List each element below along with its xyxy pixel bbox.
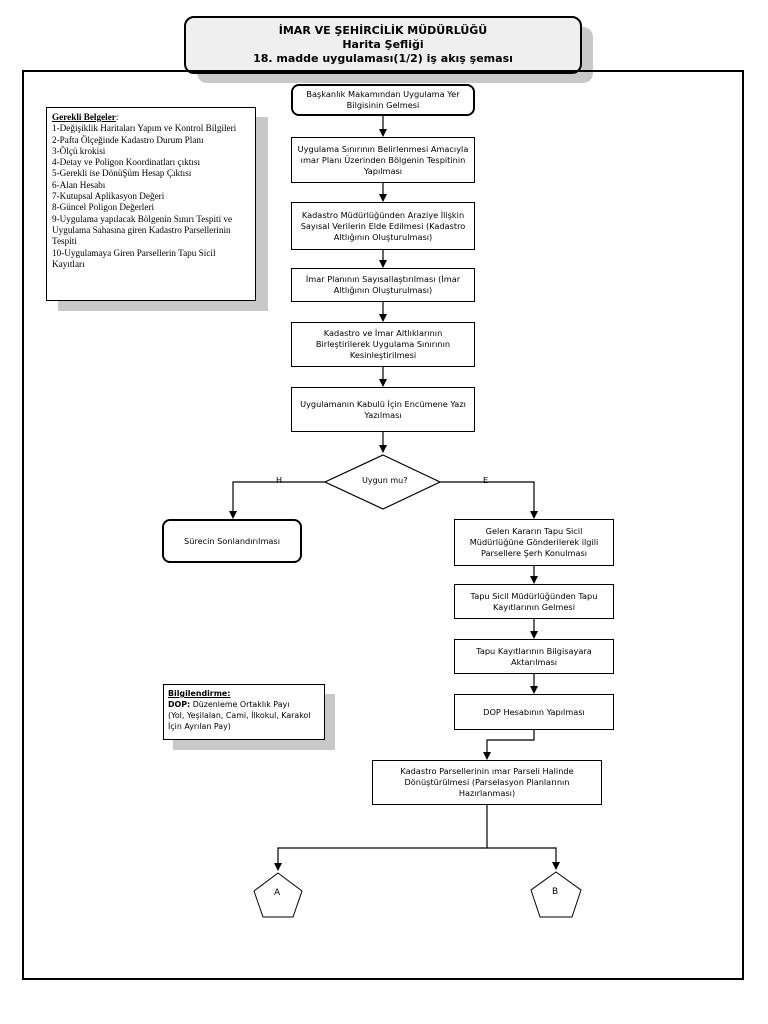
yes-step-2: Tapu Sicil Müdürlüğünden Tapu Kayıtların… (454, 584, 614, 619)
end-node: Sürecin Sonlandırılması (162, 519, 302, 563)
connector-b-shape (530, 871, 582, 918)
info-detail: (Yol, Yeşilalan, Cami, İlkokul, Karakol … (168, 711, 311, 731)
page-title: İMAR VE ŞEHİRCİLİK MÜDÜRLÜĞÜ Harita Şefl… (184, 16, 582, 74)
document-item: 1-Değişiklik Haritaları Yapım ve Kontrol… (52, 123, 237, 134)
title-line-1: İMAR VE ŞEHİRCİLİK MÜDÜRLÜĞÜ (278, 24, 488, 37)
connector-a-label: A (274, 888, 281, 898)
connector-a-shape (253, 872, 303, 918)
info-definition: Düzenleme Ortaklık Payı (190, 700, 290, 709)
process-step-4: Kadastro ve İmar Altlıklarının Birleştir… (291, 322, 475, 367)
info-title: Bilgilendirme: (168, 689, 231, 698)
document-item: 6-Alan Hesabı (52, 179, 106, 190)
process-step-3: İmar Planının Sayısallaştırılması (İmar … (291, 268, 475, 302)
document-item: 7-Kutupsal Aplikasyon Değeri (52, 191, 165, 202)
decision-diamond (323, 454, 442, 510)
document-item: 10-Uygulamaya Giren Parsellerin Tapu Sic… (52, 247, 216, 269)
document-item: 2-Pafta Ölçeğinde Kadastro Durum Planı (52, 134, 204, 145)
documents-title-colon: : (115, 112, 119, 122)
document-item: 3-Ölçü krokisi (52, 145, 106, 156)
yes-step-5: Kadastro Parsellerinin ımar Parseli Hali… (372, 760, 602, 805)
yes-step-1: Gelen Kararın Tapu Sicil Müdürlüğüne Gön… (454, 519, 614, 566)
decision-label: Uygun mu? (362, 476, 408, 485)
title-line-3: 18. madde uygulaması(1/2) iş akış şeması (253, 52, 513, 65)
document-item: 9-Uygulama yapılacak Bölgenin Sınırı Tes… (52, 213, 233, 247)
start-node: Başkanlık Makamından Uygulama Yer Bilgis… (291, 84, 475, 116)
document-item: 4-Detay ve Poligon Koordinatları çıktısı (52, 157, 200, 168)
required-documents: Gerekli Belgeler: 1-Değişiklik Haritalar… (46, 107, 256, 301)
process-step-5: Uygulamanın Kabulü İçin Encümene Yazı Ya… (291, 387, 475, 432)
process-step-1: Uygulama Sınırının Belirlenmesi Amacıyla… (291, 137, 475, 183)
info-box: Bilgilendirme: DOP: Düzenleme Ortaklık P… (163, 684, 325, 740)
title-line-2: Harita Şefliği (342, 38, 424, 51)
document-item: 8-Güncel Poligon Değerleri (52, 202, 155, 213)
info-term: DOP: (168, 700, 191, 709)
no-branch-label: H (276, 476, 283, 485)
yes-branch-label: E (483, 476, 489, 485)
diagram-frame (22, 70, 744, 980)
yes-step-3: Tapu Kayıtlarının Bilgisayara Aktarılmas… (454, 639, 614, 674)
document-item: 5-Gerekli ise DönüŞüm Hesap Çıktısı (52, 168, 192, 179)
connector-b-label: B (552, 887, 559, 897)
yes-step-4: DOP Hesabının Yapılması (454, 694, 614, 730)
process-step-2: Kadastro Müdürlüğünden Araziye İlişkin S… (291, 202, 475, 250)
documents-title: Gerekli Belgeler (52, 112, 116, 122)
